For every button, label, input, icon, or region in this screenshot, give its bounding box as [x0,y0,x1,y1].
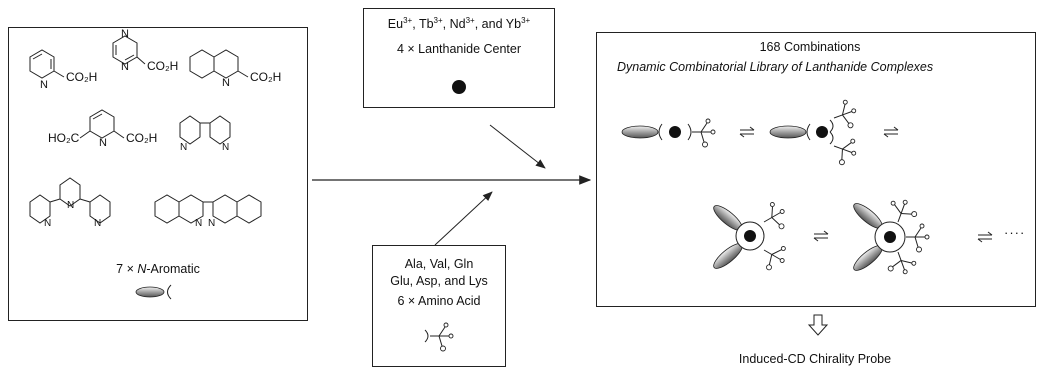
lanthanide-dot [452,80,466,94]
library-subtitle: Dynamic Combinatorial Library of Lanthan… [617,60,934,74]
lanthanide-ions-line: Eu3+, Tb3+, Nd3+, and Yb3+ [387,16,531,32]
complex-2 [769,97,862,169]
svg-text:N: N [44,218,51,229]
svg-text:CO₂H: CO₂H [126,131,157,145]
complex-4 [853,195,930,280]
down-arrow-icon [807,314,829,336]
amino-glyph [424,322,454,352]
svg-text:N: N [195,218,202,229]
amino-title: 6 × Amino Acid [397,294,481,308]
svg-text:N: N [121,61,129,73]
library-title: 168 Combinations [759,40,861,54]
svg-text:N: N [180,142,187,153]
complex-3 [713,198,792,275]
library-ellipsis: ···· [1004,225,1026,240]
svg-text:CO₂H: CO₂H [66,70,97,84]
lanthanide-arrow [489,124,546,169]
amino-line1: Ala, Val, Gln [404,257,474,271]
amino-arrow [434,191,493,246]
svg-text:CO₂H: CO₂H [147,59,178,73]
svg-text:N: N [121,28,129,40]
amino-line2: Glu, Asp, and Lys [390,274,488,288]
lanthanide-title: 4 × Lanthanide Center [396,42,522,56]
library-box [596,32,1036,307]
svg-text:N: N [94,218,101,229]
probe-label: Induced-CD Chirality Probe [738,352,892,366]
aromatic-glyph [135,284,172,300]
svg-text:N: N [222,77,230,89]
amino-box [372,245,506,367]
svg-text:CO₂H: CO₂H [250,70,281,84]
svg-text:N: N [40,79,48,91]
svg-text:N: N [208,218,215,229]
svg-text:HO₂C: HO₂C [48,131,80,145]
aromatic-box [8,27,308,321]
svg-text:N: N [99,137,107,149]
svg-text:N: N [67,200,74,211]
aromatic-title: 7 × N-Aromatic [116,262,200,276]
svg-text:N: N [222,142,229,153]
complex-1 [621,118,716,148]
